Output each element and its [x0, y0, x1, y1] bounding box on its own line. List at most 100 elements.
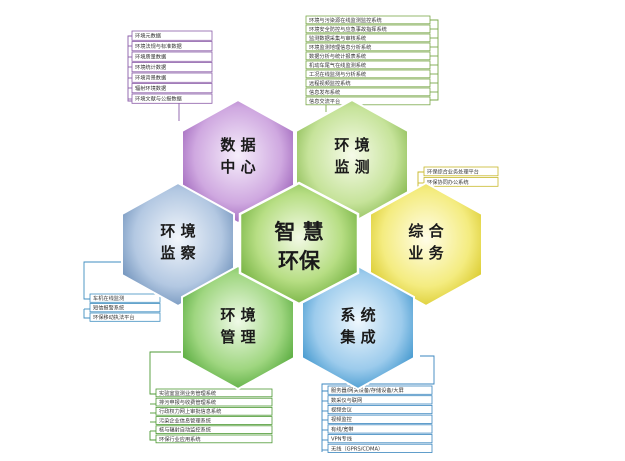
monitoring-item-box — [305, 69, 431, 79]
management-item-box — [155, 434, 273, 444]
supervision-connector — [83, 261, 126, 319]
monitoring-item-box — [305, 60, 431, 70]
management-item: 污染企业信息管理系统 — [159, 416, 211, 424]
integration-item-box — [327, 424, 433, 434]
management-item: 行政权力网上审批信息系统 — [159, 407, 221, 415]
hex-data-center-line1: 数 据 — [220, 136, 255, 154]
integration-item-box — [327, 385, 433, 395]
hex-integrated-line2: 业 务 — [408, 244, 444, 262]
management-item-box — [155, 388, 273, 398]
monitoring-item: 信息发布系统 — [309, 88, 340, 96]
data-center-list: 环境元数据环境法规与标准数据环境质量数据环境统计数据环境背景数据辐射环境数据环境… — [131, 30, 213, 104]
hex-monitoring: 环 境 监 测 — [295, 98, 409, 225]
management-item: 排污申报与收费管理系统 — [159, 398, 216, 406]
monitoring-item-box — [305, 24, 431, 34]
data-center-item: 环境统计数据 — [135, 63, 166, 71]
monitoring-item: 工况在线监测与分析系统 — [309, 70, 366, 78]
monitoring-item-box — [305, 87, 431, 97]
management-connector — [149, 351, 182, 441]
monitoring-item-box — [305, 15, 431, 25]
monitoring-item: 机动车尾气在线监测系统 — [309, 61, 366, 69]
integration-item-box — [327, 404, 433, 415]
integrated-item-box — [423, 177, 499, 187]
supervision-item: 车机在线监测 — [93, 294, 124, 302]
hex-supervision-line1: 环 境 — [160, 222, 195, 240]
monitoring-item-box — [305, 33, 431, 43]
integration-item-box — [327, 395, 433, 405]
monitoring-item: 环境与污染源在线监测监控系统 — [309, 16, 382, 24]
hex-integration-line2: 集 成 — [339, 328, 375, 346]
integration-item: 服务器/网关设备/存储设备/大屏 — [331, 386, 404, 394]
integrated-item: 环保协同办公系统 — [427, 178, 469, 186]
monitoring-item-box — [305, 78, 431, 88]
management-item-box — [155, 397, 273, 407]
supervision-item-box — [89, 303, 161, 313]
integration-item: 视频监控 — [331, 415, 352, 423]
hex-integrated-line1: 综 合 — [408, 222, 444, 240]
management-item-box — [155, 425, 273, 434]
data-center-item-box — [131, 51, 213, 62]
hex-supervision: 环 境 监 察 — [121, 181, 235, 308]
monitoring-item: 信息交流平台 — [309, 97, 340, 105]
center-title-line2: 环保 — [278, 249, 321, 273]
center-title-line1: 智 慧 — [274, 220, 323, 244]
data-center-item-box — [131, 83, 213, 94]
data-center-item: 环境文献与公报数据 — [135, 95, 182, 103]
monitoring-item: 环境监测地理信息分析系统 — [309, 43, 371, 51]
integration-item: VPN专线 — [331, 435, 352, 443]
integration-item: 有线/宽带 — [331, 425, 354, 433]
integrated-item-box — [423, 166, 499, 177]
hex-data-center-line2: 中 心 — [220, 158, 255, 176]
hex-integration-line1: 系 统 — [340, 306, 375, 324]
integrated-item: 环保综合业务处理平台 — [427, 167, 479, 175]
integration-item: 无线（GPRS/CDMA） — [331, 444, 383, 452]
data-center-item: 环境背景数据 — [135, 74, 166, 82]
management-item-box — [155, 416, 273, 425]
data-center-item-box — [131, 41, 213, 52]
monitoring-item: 远程视频监控系统 — [309, 79, 351, 87]
data-center-connector — [127, 35, 180, 121]
supervision-item-box — [89, 293, 161, 303]
monitoring-item: 环境安全防控与应急事故指挥系统 — [309, 25, 387, 33]
hex-monitoring-line2: 监 测 — [334, 158, 369, 176]
monitoring-list: 环境与污染源在线监测监控系统环境安全防控与应急事故指挥系统监测数据采集与审核系统… — [305, 15, 431, 106]
monitoring-item: 数据分析与统计报表系统 — [309, 52, 366, 60]
management-item-box — [155, 406, 273, 416]
integration-item-box — [327, 414, 433, 424]
hex-center: 智 慧 环保 — [238, 181, 360, 306]
data-center-item-box — [131, 30, 213, 41]
hex-supervision-line2: 监 察 — [160, 244, 196, 262]
hex-management-line1: 环 境 — [220, 306, 255, 324]
data-center-item: 环境元数据 — [135, 32, 161, 40]
supervision-item-box — [89, 312, 161, 322]
management-item: 环保行业应用系统 — [159, 435, 201, 443]
hex-data-center: 数 据 中 心 — [181, 98, 295, 225]
monitoring-item-box — [305, 51, 431, 61]
integration-item: 数采仪与联网 — [331, 396, 362, 404]
management-item: 实验室监测业务管理系统 — [159, 389, 216, 397]
monitoring-item: 监测数据采集与审核系统 — [309, 34, 366, 42]
data-center-item: 环境法规与标准数据 — [135, 42, 182, 50]
integration-item: 视频会议 — [331, 405, 353, 413]
hex-management-line2: 管 理 — [220, 328, 255, 346]
monitoring-item-box — [305, 42, 431, 52]
management-item: 核与辐射自动监控系统 — [159, 426, 211, 434]
monitoring-item-box — [305, 96, 431, 106]
hex-monitoring-line1: 环 境 — [334, 136, 369, 154]
data-center-item: 环境质量数据 — [135, 53, 166, 61]
data-center-item-box — [131, 72, 213, 83]
supervision-item: 短信报警系统 — [93, 304, 124, 312]
integration-connector — [321, 355, 435, 452]
data-center-item-box — [131, 93, 213, 104]
integration-item-box — [327, 434, 433, 444]
data-center-item: 辐射环境数据 — [135, 84, 166, 92]
hex-integrated: 综 合 业 务 — [369, 181, 483, 308]
integration-item-box — [327, 443, 433, 453]
supervision-item: 环保移动执法平台 — [93, 313, 135, 321]
management-list: 实验室监测业务管理系统排污申报与收费管理系统行政权力网上审批信息系统污染企业信息… — [155, 388, 273, 444]
data-center-item-box — [131, 62, 213, 73]
